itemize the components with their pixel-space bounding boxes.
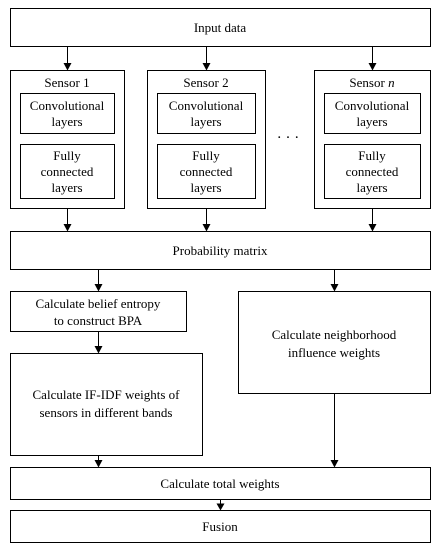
fusion-node: Fusion (10, 510, 431, 543)
sensor-2-fc-box (157, 144, 256, 199)
arrow-belief-ifidf (94, 331, 103, 354)
arrow-input-sensor-n (368, 46, 377, 71)
probability-matrix-label: Probability matrix (173, 243, 268, 258)
belief-entropy-line2: to construct BPA (54, 313, 143, 328)
neighborhood-line2: influence weights (288, 345, 380, 360)
arrow-probability-neighborhood (330, 269, 339, 292)
arrow-sensor-n-probability (368, 208, 377, 232)
input-data-label: Input data (194, 20, 247, 35)
arrow-ifidf-total (94, 455, 103, 468)
sensor-1-fc-line1: Fully (53, 148, 81, 163)
sensor-n-conv-line1: Convolutional (335, 98, 410, 113)
sensor-1-conv-line1: Convolutional (30, 98, 105, 113)
sensor-2-title: Sensor 2 (183, 75, 228, 90)
sensor-n-fc-line3: layers (356, 180, 387, 195)
sensor-n-fc-line1: Fully (358, 148, 386, 163)
sensor-1-title: Sensor 1 (44, 75, 89, 90)
sensor-n-fc-line2: connected (346, 164, 399, 179)
sensor-1-conv-box (20, 93, 115, 134)
arrow-neighborhood-total (330, 393, 339, 468)
ifidf-weights-node: Calculate IF-IDF weights of sensors in d… (10, 353, 203, 456)
arrow-input-sensor-2 (202, 46, 211, 71)
ifidf-line2: sensors in different bands (40, 405, 173, 420)
arrow-sensor-2-probability (202, 208, 211, 232)
belief-entropy-line1: Calculate belief entropy (36, 296, 161, 311)
sensor-1-block: Sensor 1 Convolutional layers Fully conn… (10, 70, 125, 209)
probability-matrix-node: Probability matrix (10, 231, 431, 270)
sensor-2-conv-line1: Convolutional (169, 98, 244, 113)
sensor-2-fc-line2: connected (180, 164, 233, 179)
input-data-node: Input data (10, 8, 431, 47)
total-weights-node: Calculate total weights (10, 467, 431, 500)
sensor-n-title: Sensor n (349, 75, 394, 90)
belief-entropy-node: Calculate belief entropy to construct BP… (10, 291, 187, 332)
sensor-n-fc-box (324, 144, 421, 199)
sensor-1-fc-box (20, 144, 115, 199)
sensor-1-fc-line3: layers (51, 180, 82, 195)
sensor-n-conv-box (324, 93, 421, 134)
sensor-2-fc-line1: Fully (192, 148, 220, 163)
arrow-probability-belief (94, 269, 103, 292)
sensor-n-conv-line2: layers (356, 114, 387, 129)
total-weights-label: Calculate total weights (160, 476, 279, 491)
sensor-2-conv-box (157, 93, 256, 134)
sensor-2-conv-line2: layers (190, 114, 221, 129)
sensor-2-block: Sensor 2 Convolutional layers Fully conn… (147, 70, 266, 209)
fusion-label: Fusion (202, 519, 238, 534)
sensor-ellipsis: · · · (277, 130, 300, 146)
sensor-n-block: Sensor n Convolutional layers Fully conn… (314, 70, 431, 209)
arrow-input-sensor-1 (63, 46, 72, 71)
neighborhood-line1: Calculate neighborhood (272, 327, 397, 342)
sensor-1-conv-line2: layers (51, 114, 82, 129)
sensor-2-fc-line3: layers (190, 180, 221, 195)
arrow-sensor-1-probability (63, 208, 72, 232)
neighborhood-weights-node: Calculate neighborhood influence weights (238, 291, 431, 394)
sensor-1-fc-line2: connected (41, 164, 94, 179)
arrow-total-fusion (216, 499, 225, 511)
ifidf-line1: Calculate IF-IDF weights of (33, 387, 181, 402)
